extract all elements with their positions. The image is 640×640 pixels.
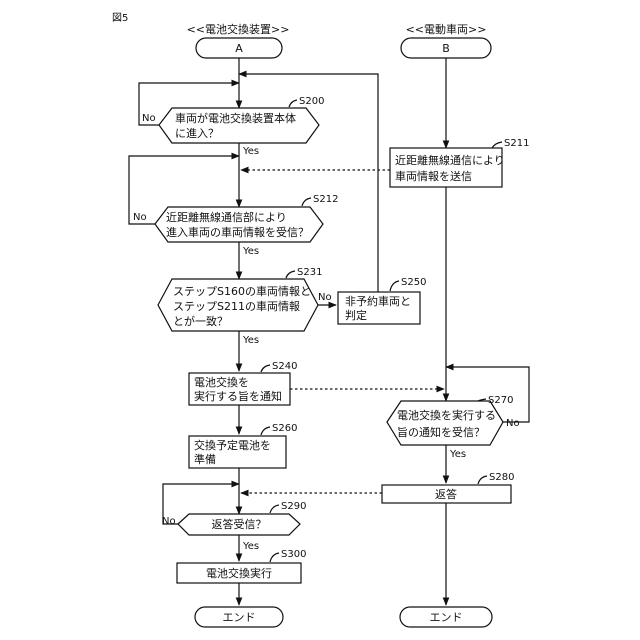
s211-line-2: 車両情報を送信 [395, 169, 472, 183]
lane-header-electric-vehicle: <<電動車両>> [406, 22, 487, 36]
s250-leader [390, 281, 399, 291]
s211-leader [492, 142, 502, 148]
s240-id: S240 [272, 361, 297, 372]
branch-no-s231: No [318, 292, 332, 303]
s280-line-1: 返答 [435, 487, 457, 501]
s280-leader [478, 476, 487, 484]
branch-yes-s212: Yes [242, 246, 259, 257]
s300-id: S300 [281, 549, 306, 560]
branch-yes-s231: Yes [242, 335, 259, 346]
s200-line-1: 車両が電池交換装置本体 [175, 111, 296, 125]
s250-id: S250 [401, 277, 426, 288]
s270-id: S270 [488, 395, 513, 406]
s212-id: S212 [313, 194, 338, 205]
s300-line-1: 電池交換実行 [206, 566, 272, 580]
s231-id: S231 [297, 267, 322, 278]
branch-no-s212: No [133, 212, 147, 223]
branch-yes-s200: Yes [242, 146, 259, 157]
s270-line-2: 旨の通知を受信？ [397, 425, 485, 439]
s231-line-1: ステップS160の車両情報と [173, 284, 311, 298]
s240-line-1: 電池交換を [194, 375, 249, 389]
s290-leader [270, 505, 279, 513]
s260-line-2: 準備 [194, 452, 216, 466]
s212-line-1: 近距離無線通信部により [166, 210, 287, 224]
lane-header-battery-exchanger: <<電池交換装置>> [187, 22, 290, 36]
branch-no-s290: No [162, 516, 176, 527]
s212-leader [302, 198, 311, 206]
figure-label: 図5 [112, 12, 128, 24]
s240-line-2: 実行する旨を通知 [194, 389, 282, 403]
s300-leader [270, 553, 279, 562]
branch-no-s270: No [506, 418, 520, 429]
s212-line-2: 進入車両の車両情報を受信？ [166, 225, 309, 239]
s231-line-3: とが一致？ [173, 314, 228, 328]
end-terminal-right-label: エンド [430, 611, 463, 624]
s280-id: S280 [489, 472, 514, 483]
end-terminal-left-label: エンド [223, 611, 256, 624]
s260-line-1: 交換予定電池を [194, 438, 271, 452]
start-terminal-a-label: A [235, 42, 243, 55]
s290-line-1: 返答受信？ [212, 517, 267, 531]
s200-line-2: に進入？ [175, 127, 219, 140]
s260-leader [261, 427, 270, 435]
s270-line-1: 電池交換を実行する [397, 408, 496, 422]
s240-leader [261, 365, 270, 372]
s290-id: S290 [281, 501, 306, 512]
s231-leader [286, 271, 295, 278]
s250-line-2: 判定 [345, 308, 367, 322]
s200-id: S200 [299, 96, 324, 107]
s211-line-1: 近距離無線通信により [395, 153, 505, 167]
s250-line-1: 非予約車両と [345, 294, 411, 308]
s231-line-2: ステップS211の車両情報 [173, 299, 300, 313]
s200-leader [289, 100, 297, 107]
s260-id: S260 [272, 423, 297, 434]
branch-yes-s290: Yes [242, 541, 259, 552]
s211-id: S211 [504, 138, 529, 149]
branch-yes-s270: Yes [449, 449, 466, 460]
start-terminal-b-label: B [442, 42, 450, 55]
branch-no-s200: No [142, 113, 156, 124]
